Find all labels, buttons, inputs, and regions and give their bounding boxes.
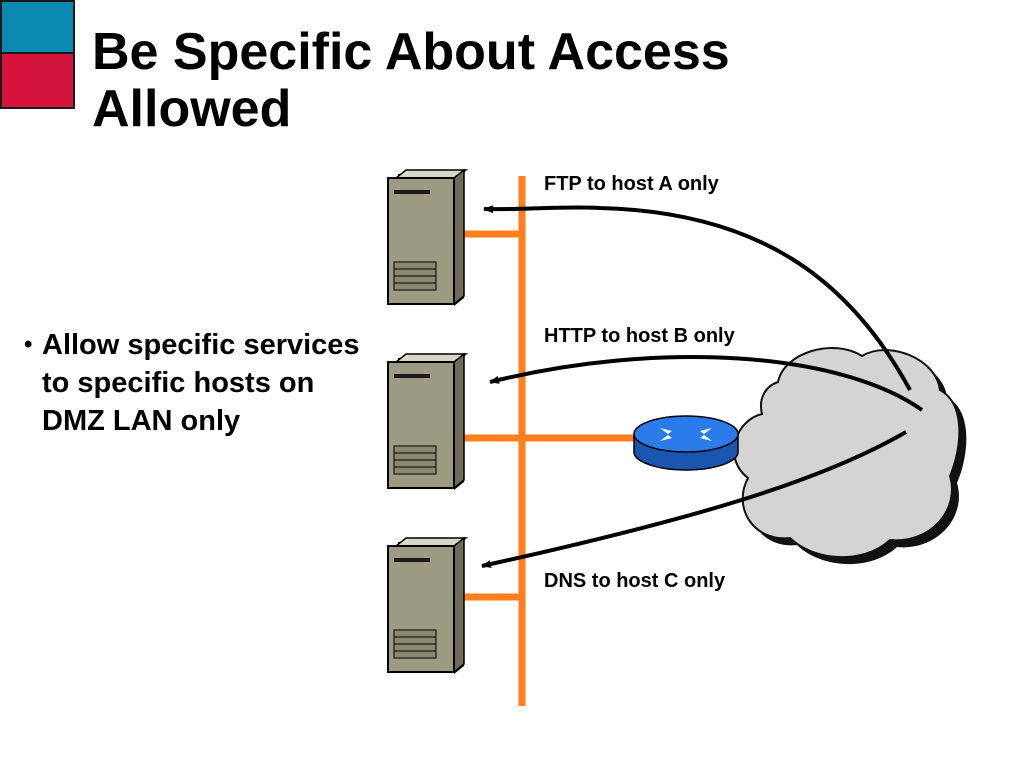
- title-line-1: Be Specific About Access: [92, 23, 730, 81]
- server-icon: [387, 169, 467, 307]
- corner-accent-red: [0, 52, 75, 109]
- corner-accent-blue: [0, 0, 75, 54]
- server-icon: [387, 537, 467, 675]
- bullet-dot-icon: •: [24, 331, 33, 358]
- http-arrow: [489, 355, 924, 412]
- http-label: HTTP to host B only: [544, 325, 736, 347]
- title-line-2: Allowed: [92, 80, 292, 138]
- cloud-icon: [733, 347, 967, 565]
- bullet-text: Allow specific services to specific host…: [42, 329, 360, 437]
- dns-arrow: [481, 430, 908, 568]
- ftp-label: FTP to host A only: [544, 173, 720, 195]
- slide-title: Be Specific About Access Allowed: [92, 24, 730, 138]
- ftp-arrow: [483, 205, 912, 391]
- router-icon: [633, 415, 739, 471]
- bullet-list: • Allow specific services to specific ho…: [24, 326, 364, 440]
- bullet-item: • Allow specific services to specific ho…: [24, 326, 364, 440]
- server-icon: [387, 353, 467, 491]
- dns-label: DNS to host C only: [544, 570, 726, 592]
